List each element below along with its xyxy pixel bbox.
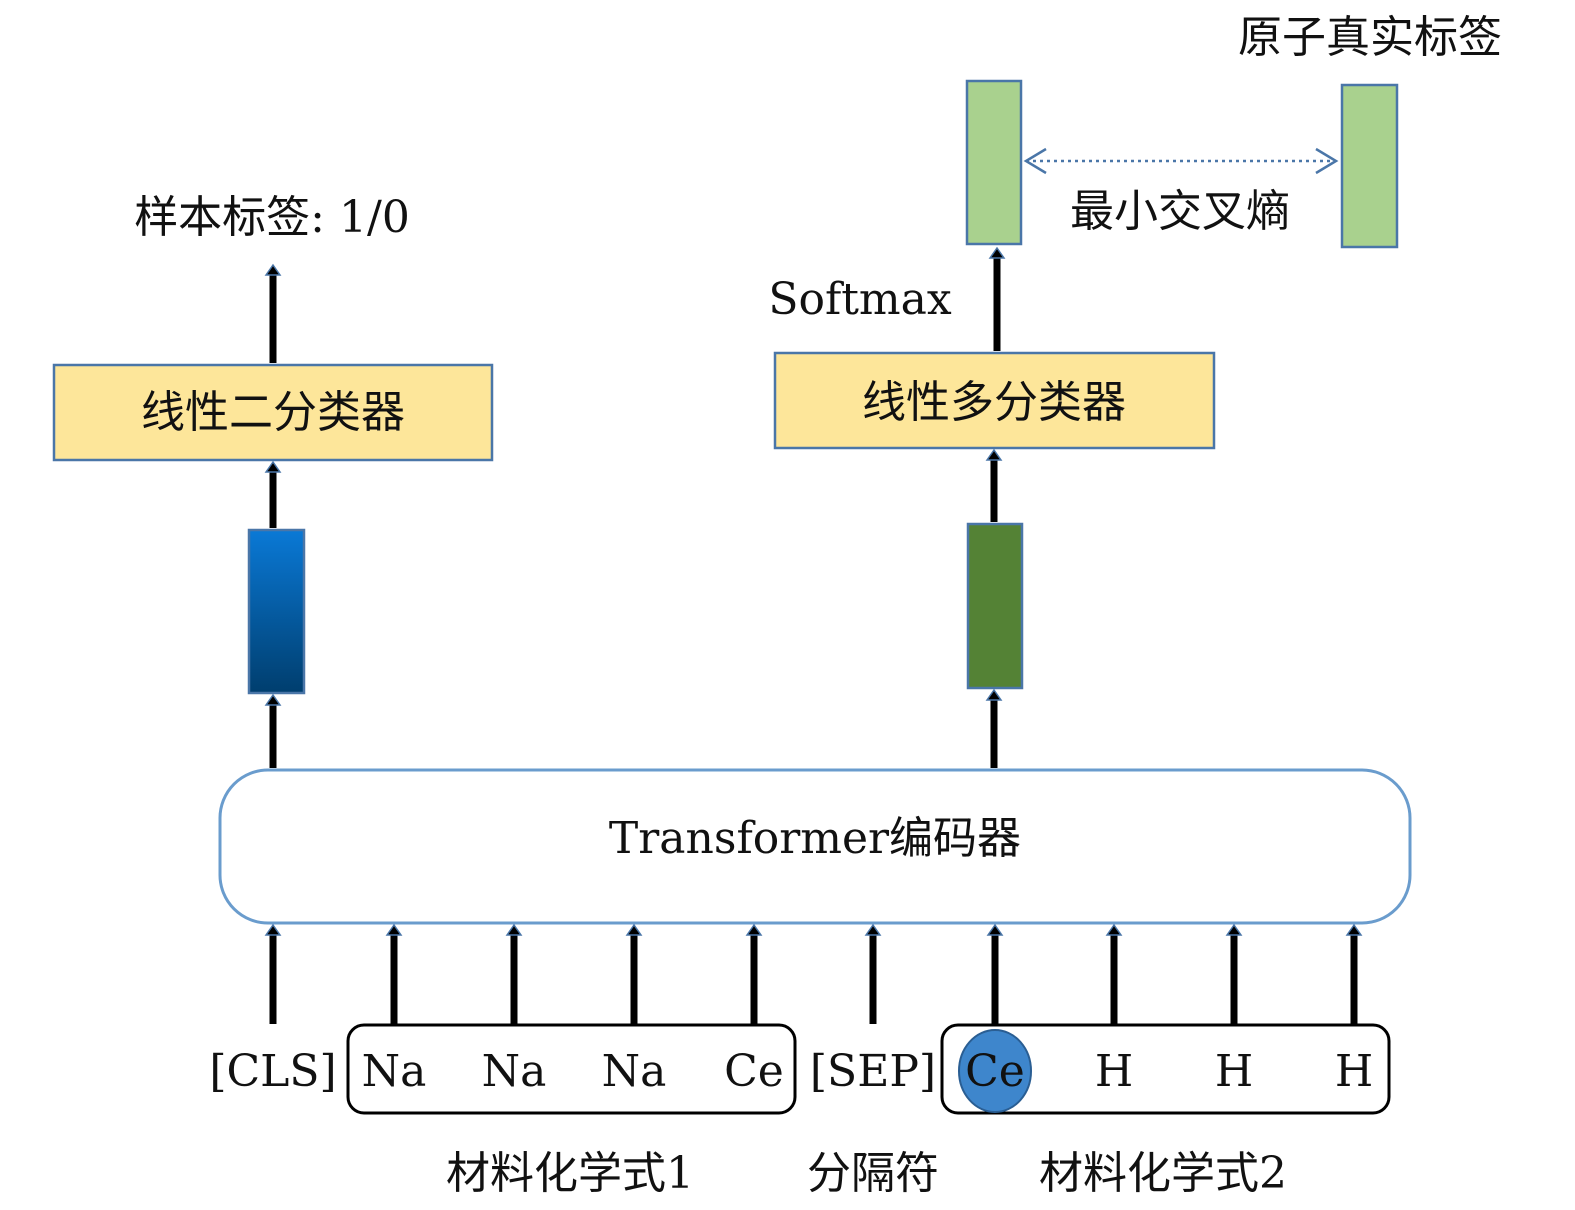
formula1-caption: 材料化学式1 <box>446 1148 694 1199</box>
binary-classifier-label: 线性二分类器 <box>141 387 405 438</box>
encoder-to-token-vector-arrow <box>985 688 1003 768</box>
token-label-6: Ce <box>965 1046 1025 1097</box>
highlighted-token-circle <box>958 1029 1032 1113</box>
prediction-vector <box>965 79 1023 246</box>
binary-classifier-box <box>52 363 494 462</box>
classifier-to-softmax-output-arrow <box>988 246 1006 351</box>
token-arrow-2 <box>505 923 523 1024</box>
sample-label-text: 样本标签: 1/0 <box>134 192 410 243</box>
token-arrow-6 <box>986 923 1004 1024</box>
token-arrow-9 <box>1345 923 1363 1024</box>
cross-entropy-double-arrow <box>1023 147 1339 175</box>
softmax-label: Softmax <box>768 274 952 325</box>
token-label-9: H <box>1335 1046 1373 1097</box>
formula2-caption: 材料化学式2 <box>1039 1148 1287 1199</box>
true-label-title: 原子真实标签 <box>1238 12 1502 63</box>
arrows-layer <box>264 246 1363 1024</box>
multiclass-classifier-label: 线性多分类器 <box>862 377 1126 428</box>
transformer-encoder-label: Transformer编码器 <box>609 813 1021 864</box>
token-arrow-7 <box>1105 923 1123 1024</box>
classifier-to-sample-label-arrow <box>264 263 282 363</box>
token-label-4: Ce <box>724 1046 784 1097</box>
cls-vector <box>247 528 306 695</box>
token-label-5: [SEP] <box>810 1046 936 1097</box>
transformer-encoder-box <box>218 768 1412 925</box>
token-arrow-4 <box>745 923 763 1024</box>
token-label-0: [CLS] <box>209 1046 336 1097</box>
token-label-7: H <box>1095 1046 1133 1097</box>
token-arrow-3 <box>625 923 643 1024</box>
token-arrow-1 <box>385 923 403 1024</box>
separator-caption: 分隔符 <box>807 1148 939 1199</box>
token-vector <box>966 522 1024 690</box>
token-vector-to-classifier-arrow <box>985 448 1003 522</box>
token-arrow-0 <box>264 923 282 1024</box>
token-arrow-5 <box>864 923 882 1024</box>
multiclass-classifier-box <box>773 351 1216 450</box>
true-label-vector <box>1340 83 1399 249</box>
encoder-to-cls-vector-arrow <box>264 693 282 768</box>
cls-vector-to-classifier-arrow <box>264 460 282 528</box>
formula1-group-box <box>346 1023 797 1115</box>
token-label-8: H <box>1215 1046 1253 1097</box>
token-arrow-8 <box>1225 923 1243 1024</box>
formula2-group-box <box>940 1023 1391 1115</box>
token-label-1: Na <box>362 1046 427 1097</box>
token-label-2: Na <box>482 1046 547 1097</box>
cross-entropy-label: 最小交叉熵 <box>1070 186 1290 237</box>
tokens-layer: [CLS] Na Na Na Ce [SEP] Ce H H H <box>209 1046 1373 1097</box>
token-label-3: Na <box>602 1046 667 1097</box>
